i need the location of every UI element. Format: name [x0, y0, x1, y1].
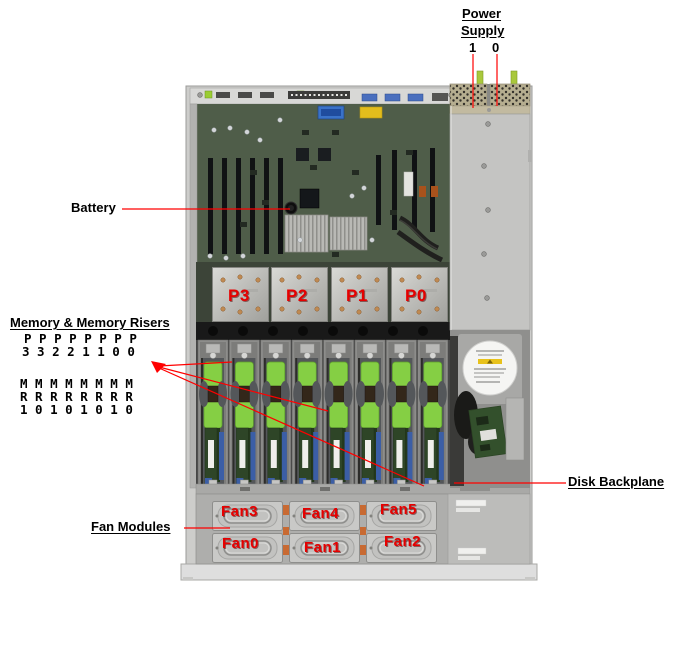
- power-supply-label-line1: Power: [462, 6, 502, 21]
- memory-riser-r-row: R R R R R R R R: [20, 389, 133, 404]
- power-supply-label-line2: Supply: [461, 23, 505, 38]
- battery-label: Battery: [71, 200, 116, 215]
- memory-leader-line-3: [158, 367, 425, 487]
- memory-proc-number-row: 3 3 2 2 1 1 0 0: [22, 344, 135, 359]
- rear-io-strip: [189, 87, 457, 105]
- memory-leader-line-1: [158, 361, 233, 367]
- battery-component: [284, 201, 298, 215]
- processor-label-p0: P0: [405, 286, 427, 305]
- memory-risers-title: Memory & Memory Risers: [10, 315, 170, 330]
- disk-backplane-label: Disk Backplane: [568, 474, 665, 489]
- power-supply-0-number: 0: [492, 40, 500, 55]
- fan-label-fan1: Fan1: [304, 539, 342, 556]
- power-supply-1-number: 1: [469, 40, 477, 55]
- processor-label-p1: P1: [346, 286, 368, 305]
- memory-riser-bay: [196, 339, 450, 489]
- memory-riser: [291, 339, 323, 489]
- memory-proc-letter-row: P P P P P P P P: [24, 331, 137, 346]
- psu-bay-cover: [449, 113, 531, 331]
- memory-leader-line-2: [158, 366, 329, 412]
- fan-label-fan4: Fan4: [302, 505, 340, 522]
- right-lower-section: [450, 330, 530, 488]
- fan-label-fan2: Fan2: [384, 533, 422, 550]
- cpu-heatsink-row: [196, 262, 450, 340]
- motherboard: [189, 103, 450, 489]
- memory-riser: [354, 339, 386, 489]
- fan-tray-right-panel: [447, 493, 531, 565]
- memory-riser: [260, 339, 292, 489]
- processor-label-p3: P3: [228, 286, 250, 305]
- memory-riser: [385, 339, 417, 489]
- fan-label-fan0: Fan0: [222, 535, 260, 552]
- memory-riser-number-row: 1 0 1 0 1 0 1 0: [20, 402, 133, 417]
- power-supply-0: [489, 83, 531, 107]
- power-supply-bay: [449, 70, 532, 331]
- callout-leader-lines: [122, 54, 566, 529]
- power-supply-1: [449, 83, 488, 107]
- fan-tray: [195, 493, 531, 565]
- fan-modules-label: Fan Modules: [91, 519, 171, 534]
- fan-label-fan5: Fan5: [380, 501, 418, 518]
- memory-riser: [417, 339, 449, 489]
- round-warning-label: [462, 340, 518, 396]
- memory-riser: [228, 339, 260, 489]
- memory-leader-arrowhead: [151, 361, 166, 373]
- fan-clips: [283, 505, 366, 555]
- small-pcb: [468, 405, 508, 459]
- fan-label-fan3: Fan3: [221, 503, 259, 520]
- yellow-label: [359, 106, 383, 119]
- processor-label-p2: P2: [286, 286, 308, 305]
- memory-riser: [323, 339, 355, 489]
- memory-riser-m-row: M M M M M M M M: [20, 376, 133, 391]
